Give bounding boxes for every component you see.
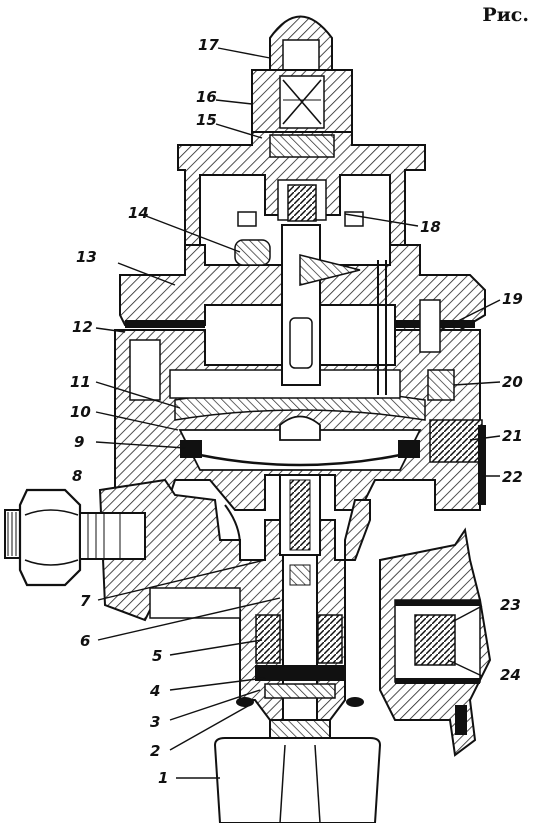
top-cap-17	[269, 15, 333, 71]
part-label-7: 7	[80, 592, 91, 610]
part-label-1: 1	[158, 769, 168, 787]
part-label-11: 11	[70, 373, 91, 391]
part-label-4: 4	[149, 682, 160, 700]
solenoid-coil-16	[251, 69, 353, 133]
inset-detail-23-24	[379, 527, 492, 757]
part-label-10: 10	[70, 403, 91, 421]
part-label-3: 3	[150, 713, 160, 731]
spring-18	[237, 184, 364, 227]
spring-5	[236, 614, 364, 707]
side-fitting-21-22	[429, 419, 486, 505]
side-nut-bolt	[4, 488, 146, 587]
part-label-21: 21	[502, 427, 523, 445]
part-label-14: 14	[128, 204, 149, 222]
part-label-13: 13	[76, 248, 97, 266]
part-label-16: 16	[196, 88, 217, 106]
part-label-12: 12	[72, 318, 93, 336]
part-label-15: 15	[196, 111, 217, 129]
side-plug-19	[419, 299, 455, 401]
central-stem	[234, 224, 387, 395]
part-label-18: 18	[420, 218, 441, 236]
part-label-9: 9	[74, 433, 84, 451]
part-label-19: 19	[502, 290, 523, 308]
part-label-24: 24	[500, 666, 521, 684]
part-label-6: 6	[80, 632, 90, 650]
part-label-23: 23	[500, 596, 521, 614]
part-label-17: 17	[198, 36, 219, 54]
part-label-8: 8	[72, 467, 82, 485]
lower-stem-6	[279, 474, 321, 741]
part-label-2: 2	[150, 742, 160, 760]
part-label-20: 20	[502, 373, 523, 391]
inlet-fitting-1	[213, 719, 382, 823]
part-number-labels: 1 2 3 4 5 6 7 8 9 10 11 12 13 14 15 16 1…	[70, 36, 523, 787]
part-label-22: 22	[502, 468, 523, 486]
part-label-5: 5	[152, 647, 162, 665]
leader-lines	[95, 47, 501, 779]
figure-caption: Рис.	[482, 4, 529, 26]
